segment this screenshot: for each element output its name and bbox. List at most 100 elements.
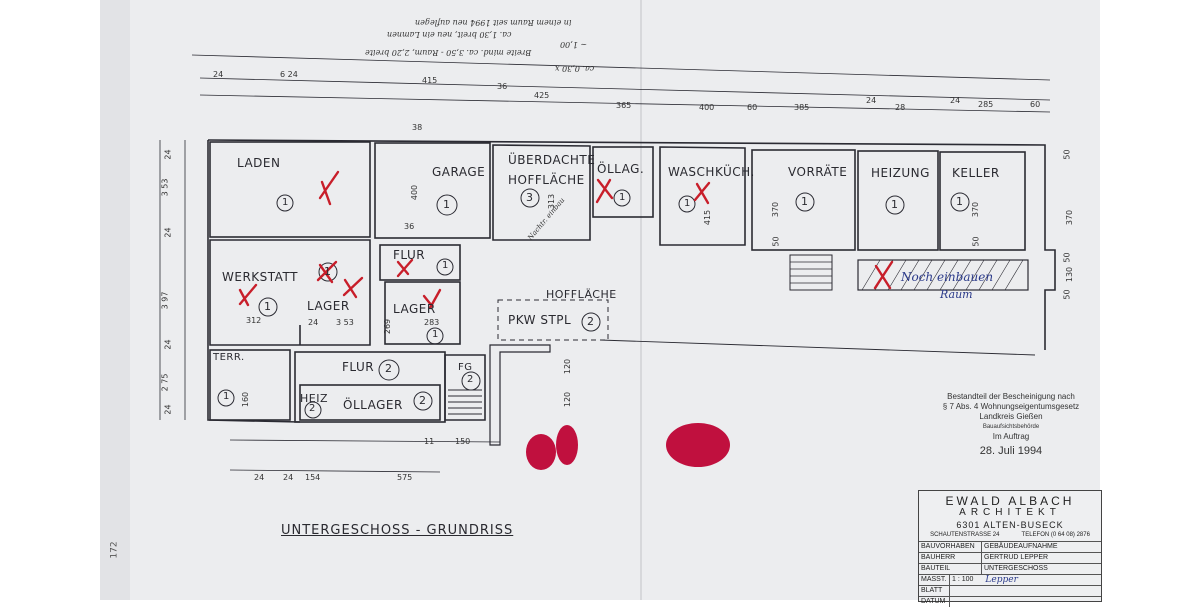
stamp-line: Bauaufsichtsbehörde — [982, 424, 1040, 430]
dimension-label: 3 97 — [160, 291, 170, 310]
row-value — [950, 597, 952, 607]
red-check-mark — [873, 260, 894, 290]
dimension-label: 370 — [771, 201, 781, 218]
red-check-mark — [422, 288, 442, 310]
room-number-circle — [461, 371, 481, 391]
handwritten-note: ca. 0,30 x — [555, 64, 595, 73]
red-check-mark — [316, 260, 338, 284]
room-label-heizung: HEIZUNG — [871, 166, 930, 180]
stamp-line: Im Auftrag — [992, 432, 1030, 441]
dimension-label: 24 — [163, 149, 173, 160]
room-number: 2 — [467, 374, 474, 385]
room-number-circle — [413, 391, 433, 411]
room-number: 1 — [432, 329, 439, 340]
red-check-mark — [693, 181, 711, 205]
room-number: 1 — [619, 192, 626, 203]
stamp-date: 28. Juli 1994 — [979, 445, 1043, 457]
underlying-sheet-edge — [100, 0, 130, 600]
approval-stamp: Bestandteil der Bescheinigung nach § 7 A… — [936, 392, 1086, 457]
dimension-label: 130 — [1065, 266, 1075, 283]
room-number: 2 — [587, 315, 595, 328]
dimension-label: 425 — [534, 91, 550, 100]
dimension-label: 285 — [978, 100, 994, 109]
row-key: DATUM — [919, 597, 950, 607]
row-value: GERTRUD LEPPER — [984, 554, 1049, 561]
firm-street: SCHAUTENSTRASSE 24 — [930, 532, 1000, 538]
room-label-vorraete: VORRÄTE — [788, 165, 848, 179]
room-number: 2 — [309, 403, 316, 414]
dimension-label: 283 — [424, 318, 440, 327]
room-number: 3 — [526, 191, 534, 204]
dimension-label: 575 — [397, 473, 413, 482]
dimension-label: 2 75 — [160, 373, 170, 392]
room-number-circle — [304, 401, 322, 419]
stamp-line: Landkreis Gießen — [979, 412, 1043, 421]
handwritten-note: ~ 1,00 — [560, 40, 588, 49]
room-number-circle — [581, 312, 601, 332]
dimension-label: 38 — [412, 123, 423, 132]
room-label-flur-2: FLUR — [342, 360, 375, 374]
room-number: 2 — [419, 394, 427, 407]
dimension-label: 50 — [1062, 289, 1072, 300]
firm-city: 6301 ALTEN-BUSECK — [956, 520, 1064, 530]
stamp-line: Bestandteil der Bescheinigung nach — [947, 392, 1075, 401]
room-number-circle — [795, 192, 815, 212]
row-key: BAUTEIL — [919, 564, 982, 574]
row-value: UNTERGESCHOSS — [984, 565, 1048, 572]
handwritten-note: ca. 1,30 breit, neu ein Lamnen — [387, 30, 512, 39]
dimension-label: 400 — [699, 103, 715, 112]
dimension-label: 60 — [747, 103, 758, 112]
room-number-circle — [678, 195, 696, 213]
room-number: 1 — [324, 265, 332, 278]
room-number-circle — [950, 192, 970, 212]
row-key: BLATT — [919, 586, 950, 596]
row-value — [950, 586, 952, 596]
dimension-label: 50 — [971, 236, 981, 247]
red-check-mark — [238, 283, 258, 307]
room-number-circle — [318, 262, 338, 282]
dimension-label: 370 — [971, 201, 981, 218]
dimension-label: 36 — [404, 222, 415, 231]
room-number: 1 — [684, 198, 691, 209]
dimension-label: 24 — [283, 473, 294, 482]
dimension-label: 50 — [1062, 149, 1072, 160]
room-number-circle — [520, 188, 540, 208]
room-number-circle — [436, 258, 454, 276]
room-number: 1 — [264, 300, 272, 313]
room-label-fg: FG — [458, 362, 473, 373]
room-label-oellager: ÖLLAGER — [343, 398, 403, 412]
dimension-label: 415 — [703, 209, 713, 226]
ink-spots — [526, 423, 730, 470]
dimension-label: 3 53 — [160, 178, 170, 197]
room-label-lager-2: LAGER — [393, 302, 436, 316]
room-label-pkw-stpl: PKW STPL — [508, 313, 572, 327]
dimension-label: 269 — [383, 318, 393, 335]
room-label-hofflaeche-2: HOFFLÄCHE — [546, 288, 617, 301]
room-label-lager: LAGER — [307, 299, 350, 313]
dimension-label: 24 — [866, 96, 877, 105]
title-block: EWALD ALBACH ARCHITEKT 6301 ALTEN-BUSECK… — [918, 490, 1102, 607]
room-label-werkstatt: WERKSTATT — [222, 270, 298, 284]
room-number-circle — [217, 389, 235, 407]
dimension-label: 36 — [497, 82, 508, 91]
dimension-label: 312 — [246, 316, 262, 325]
room-label-ueberdachte: ÜBERDACHTE — [508, 153, 596, 167]
dimension-label: 11 — [424, 437, 435, 446]
dimension-label: 415 — [422, 76, 438, 85]
red-check-mark — [396, 258, 414, 278]
dimension-label: 120 — [563, 391, 573, 408]
room-number: 1 — [956, 195, 964, 208]
row-key: MASST. — [919, 575, 950, 585]
dimension-label: 24 — [950, 96, 961, 105]
row-key: BAUVORHABEN — [919, 542, 982, 552]
red-check-mark — [595, 178, 614, 204]
title-block-row: DATUM — [919, 596, 1101, 607]
dimension-label: 60 — [1030, 100, 1041, 109]
dimension-label: 120 — [563, 358, 573, 375]
room-label-garage: GARAGE — [432, 165, 486, 179]
dimension-label: 28 — [895, 103, 906, 112]
